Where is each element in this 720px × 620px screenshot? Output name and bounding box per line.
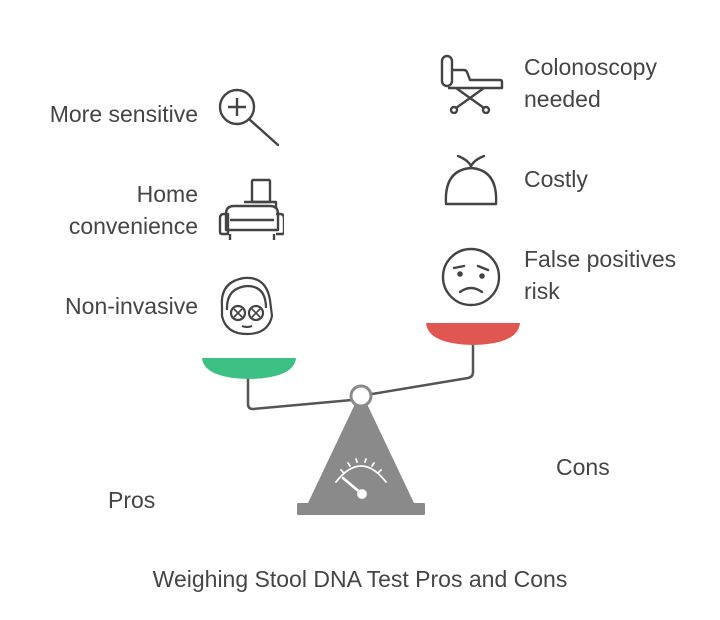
cons-pan <box>426 323 520 345</box>
scale-beam <box>246 345 475 411</box>
face-mask-icon <box>220 276 274 336</box>
pros-item-label-line2: convenience <box>68 213 198 239</box>
pros-item-label: More sensitive <box>49 101 198 127</box>
cons-item-label: Costly <box>524 166 588 192</box>
cons-item-label-line2: risk <box>524 278 560 304</box>
cons-title: Cons <box>556 454 610 480</box>
cons-item-label-line2: needed <box>524 86 601 112</box>
magnifier-plus-icon <box>218 88 280 147</box>
pros-pan <box>202 358 296 379</box>
pros-item-label-line1: Home <box>136 181 198 207</box>
hospital-bed-icon <box>440 54 504 114</box>
pros-item-more-sensitive: More sensitive <box>50 98 198 130</box>
cons-item-costly: Costly <box>524 163 588 195</box>
cons-item-colonoscopy-needed: Colonoscopy needed <box>524 51 657 115</box>
pros-item-non-invasive: Non-invasive <box>65 290 198 322</box>
sofa-icon <box>218 178 284 240</box>
pros-item-home-convenience: Home convenience <box>69 178 198 242</box>
cons-item-label-line1: False positives <box>524 246 677 272</box>
frowning-face-icon <box>441 247 501 307</box>
scale-pivot <box>349 384 373 408</box>
scale-base <box>297 503 425 515</box>
cons-item-label-line1: Colonoscopy <box>524 54 657 80</box>
pros-item-label: Non-invasive <box>65 293 198 319</box>
pros-title: Pros <box>108 487 156 513</box>
money-pile-icon <box>444 154 498 206</box>
scale-body <box>308 404 414 503</box>
cons-item-false-positives-risk: False positives risk <box>524 243 676 307</box>
diagram-caption: Weighing Stool DNA Test Pros and Cons <box>152 566 568 592</box>
scale-gauge-icon <box>335 458 387 499</box>
